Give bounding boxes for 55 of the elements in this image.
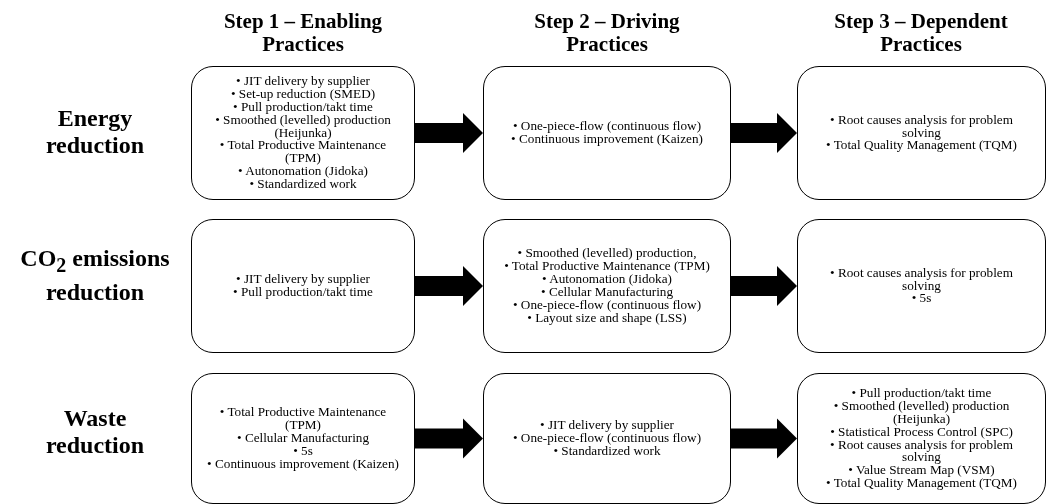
practice-item: • Value Stream Map (VSM): [848, 464, 995, 478]
practice-item: • Smoothed (levelled) production (Heijunka): [214, 113, 392, 140]
practice-item: • JIT delivery by supplier: [235, 273, 371, 286]
column-heading: Step 3 – Dependent Practices: [833, 10, 1009, 56]
practice-item: • Set-up reduction (SMED): [229, 87, 377, 101]
practice-item: • Total Productive Maintenance (TPM): [218, 406, 388, 433]
row-heading: Waste reduction: [44, 405, 146, 459]
practice-box: [797, 66, 1046, 200]
practice-item: • Smoothed (levelled) production (Heijunka): [832, 399, 1011, 426]
block-arrow: [415, 113, 483, 153]
practice-box: [797, 373, 1046, 504]
practice-item: • Pull production/takt time: [851, 386, 993, 400]
practice-item: • Autonomation (Jidoka): [541, 273, 672, 286]
practice-item: • Standardized work: [248, 178, 357, 192]
practice-item: • Total Quality Management (TQM): [825, 139, 1018, 153]
practice-box: [483, 373, 731, 504]
practice-item: • Smoothed (levelled) production,: [517, 247, 697, 261]
practice-item: • Cellular Manufacturing: [235, 432, 371, 445]
practice-item: • 5s: [911, 292, 932, 306]
practice-item: • Root causes analysis for problem solving: [829, 266, 1014, 293]
practice-item: • One-piece-flow (continuous flow): [511, 120, 702, 133]
practice-item: • Continuous improvement (Kaizen): [206, 457, 400, 471]
practice-item: • Layout size and shape (LSS): [527, 311, 687, 325]
block-arrow: [731, 113, 797, 153]
practice-item: • Total Quality Management (TQM): [825, 477, 1018, 491]
column-heading: Step 1 – Enabling Practices: [222, 10, 384, 56]
practice-item: • JIT delivery by supplier: [540, 419, 674, 433]
practice-item: • Root causes analysis for problem solving: [829, 438, 1014, 465]
practice-item: • Autonomation (Jidoka): [237, 165, 369, 179]
practice-item: • Cellular Manufacturing: [539, 286, 674, 299]
practice-box: [483, 66, 731, 200]
practice-item: • Total Productive Maintenance (TPM): [503, 260, 711, 274]
row-heading: Energy reduction: [44, 105, 146, 159]
block-arrow: [731, 266, 797, 306]
practice-item: • Pull production/takt time: [232, 286, 374, 299]
practice-item: • One-piece-flow (continuous flow): [511, 432, 703, 445]
column-heading: Step 2 – Driving Practices: [533, 10, 681, 56]
practice-item: • Root causes analysis for problem solving: [829, 113, 1014, 140]
practice-box: [191, 373, 415, 504]
practice-item: • 5s: [293, 444, 313, 458]
block-arrow: [415, 418, 483, 459]
practice-box: [797, 219, 1046, 353]
row-heading: CO$_{2}$ emissions reduction: [20, 245, 170, 306]
practice-box: [191, 219, 415, 353]
block-arrow: [731, 418, 797, 459]
practice-item: • Pull production/takt time: [233, 100, 373, 114]
practice-item: • Standardized work: [553, 444, 661, 458]
practice-item: • Statistical Process Control (SPC): [829, 425, 1014, 439]
practice-item: • Continuous improvement (Kaizen): [510, 133, 704, 146]
practice-item: • One-piece-flow (continuous flow): [511, 298, 703, 312]
practice-item: • Total Productive Maintenance (TPM): [218, 139, 388, 166]
block-arrow: [415, 266, 483, 306]
practice-box: [483, 219, 731, 353]
practice-item: • JIT delivery by supplier: [235, 74, 370, 88]
practice-box: [191, 66, 415, 200]
